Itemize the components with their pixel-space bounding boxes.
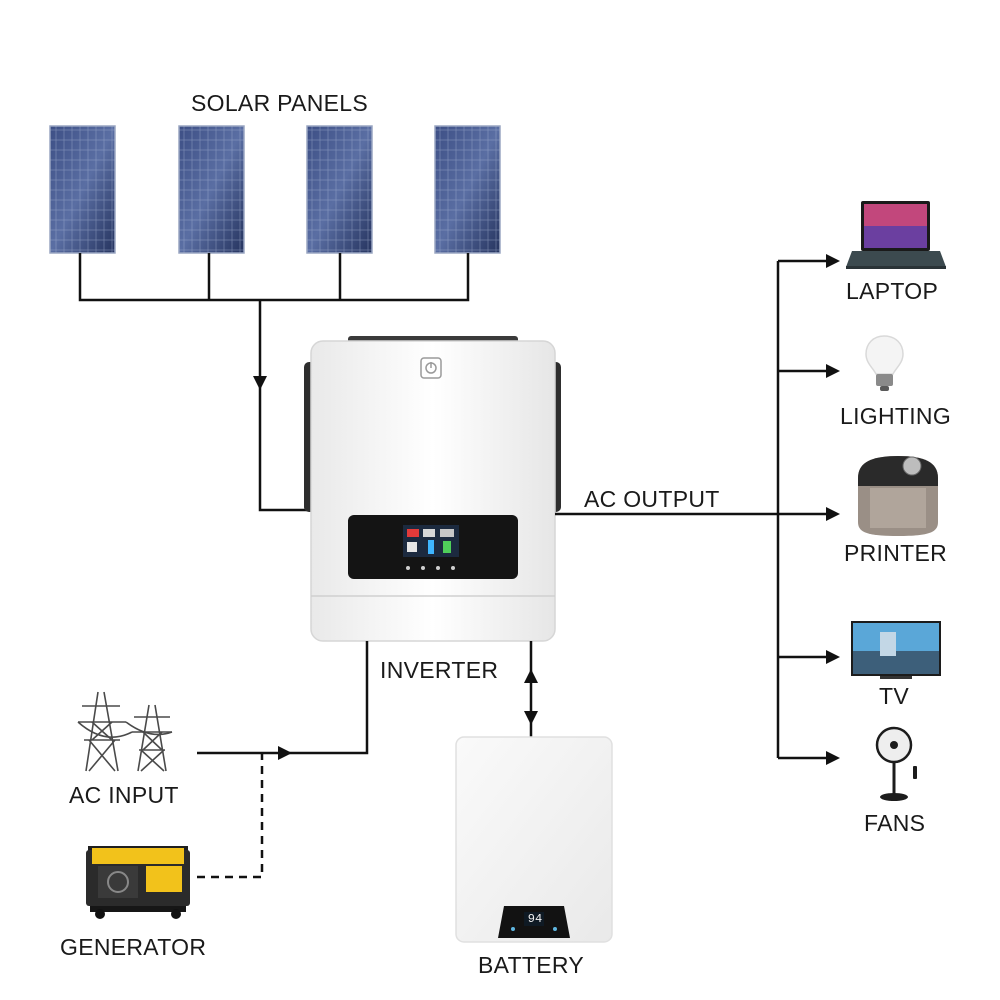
load-label-printer: PRINTER	[844, 540, 948, 566]
generator-icon	[86, 846, 190, 919]
output-arrows	[826, 254, 840, 765]
solar-panel-2	[178, 125, 245, 254]
ac-input-arrow	[278, 746, 292, 760]
solar-wiring	[78, 253, 470, 512]
solar-arrow	[253, 376, 267, 390]
load-label-laptop: LAPTOP	[846, 278, 939, 304]
battery-level-display: 94	[527, 912, 543, 926]
ac-input-label: AC INPUT	[69, 782, 179, 808]
inverter-icon	[304, 336, 561, 642]
light-bulb-icon	[865, 335, 904, 391]
appliance-icon	[858, 456, 938, 536]
battery-icon	[455, 736, 613, 943]
solar-panel-1	[49, 125, 116, 254]
inverter-label: INVERTER	[380, 657, 499, 683]
solar-panel-3	[306, 125, 373, 254]
laptop-icon	[846, 201, 946, 269]
battery-wiring	[524, 641, 538, 737]
ac-input-wiring	[197, 641, 369, 755]
battery-label: BATTERY	[478, 952, 585, 978]
load-label-fans: FANS	[864, 810, 926, 836]
ac-output-wiring	[555, 259, 828, 760]
solar-panels-label: SOLAR PANELS	[191, 90, 369, 116]
ac-output-label: AC OUTPUT	[584, 486, 720, 512]
fan-icon	[875, 726, 917, 801]
solar-panel-4	[434, 125, 501, 254]
transmission-tower-icon	[77, 691, 173, 772]
generator-label: GENERATOR	[60, 934, 207, 960]
load-label-tv: TV	[879, 683, 909, 709]
generator-wiring	[197, 753, 264, 879]
load-label-lighting: LIGHTING	[840, 403, 952, 429]
tv-icon	[851, 621, 941, 679]
